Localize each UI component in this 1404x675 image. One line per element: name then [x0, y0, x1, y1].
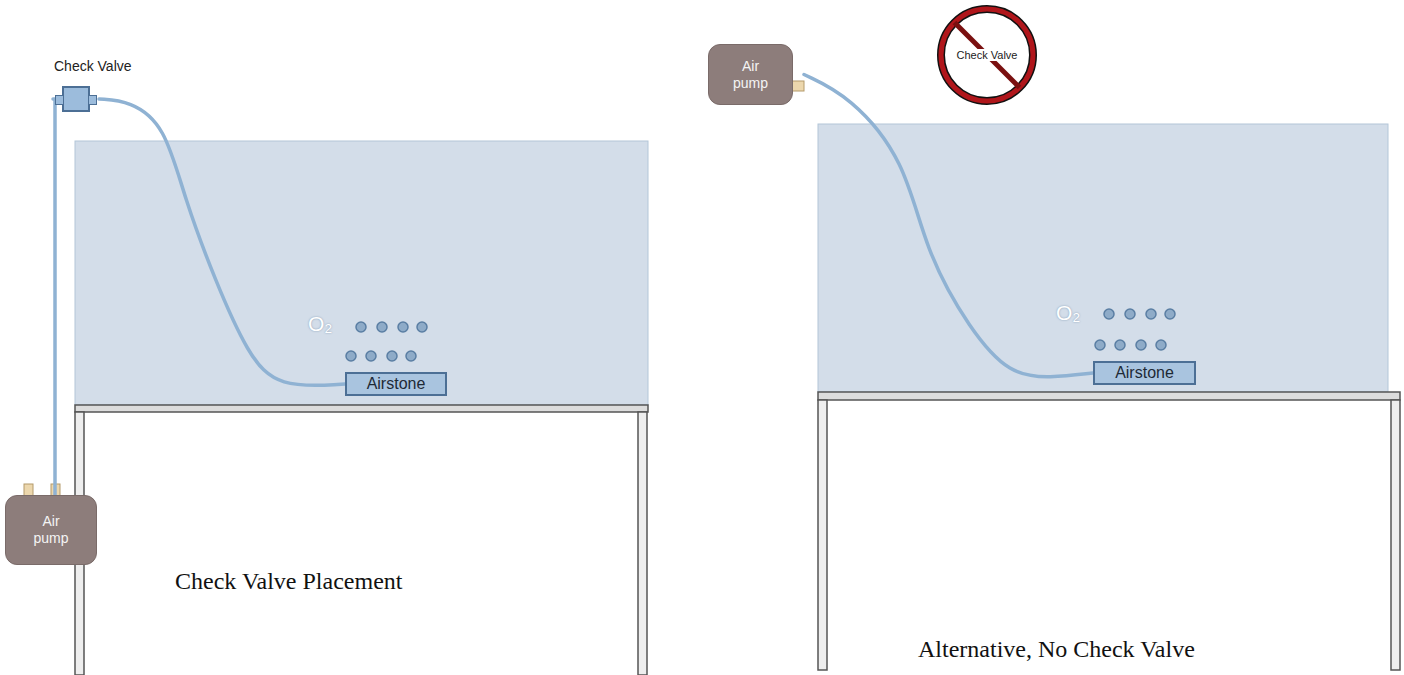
check-valve-body	[62, 86, 90, 112]
pump-label: Air pump	[31, 513, 71, 547]
valve-port	[55, 95, 64, 105]
pump-label: Air pump	[731, 58, 771, 92]
airstone: Airstone	[1093, 361, 1196, 385]
check-valve: Check Valve	[54, 58, 132, 112]
air-tubing	[99, 99, 345, 385]
oxygen-label: O₂	[308, 312, 333, 336]
sign-outline	[941, 9, 1033, 101]
aquarium-tank	[75, 141, 648, 405]
airstone-label: Airstone	[1115, 365, 1174, 381]
air-pump: Air pump	[5, 495, 97, 565]
table	[818, 392, 1400, 670]
air-bubbles	[346, 322, 427, 361]
aquarium-tank	[818, 124, 1388, 392]
pump-nozzle	[792, 81, 804, 91]
air-pump: Air pump	[708, 44, 793, 105]
no-check-valve-sign: Check Valve	[933, 4, 1041, 106]
sign-ring	[941, 9, 1033, 101]
caption: Check Valve Placement	[175, 568, 402, 595]
caption: Alternative, No Check Valve	[918, 636, 1195, 663]
valve-port	[88, 95, 97, 105]
airstone: Airstone	[345, 372, 447, 396]
airstone-label: Airstone	[367, 376, 426, 392]
air-tubing	[804, 75, 1093, 377]
crossed-out-label: Check Valve	[955, 49, 1020, 61]
air-bubbles	[1095, 309, 1175, 350]
check-valve-label: Check Valve	[54, 58, 132, 74]
oxygen-label: O₂	[1056, 301, 1081, 325]
table	[75, 405, 648, 675]
sign-slash	[954, 22, 1019, 87]
air-tubing	[53, 99, 55, 495]
